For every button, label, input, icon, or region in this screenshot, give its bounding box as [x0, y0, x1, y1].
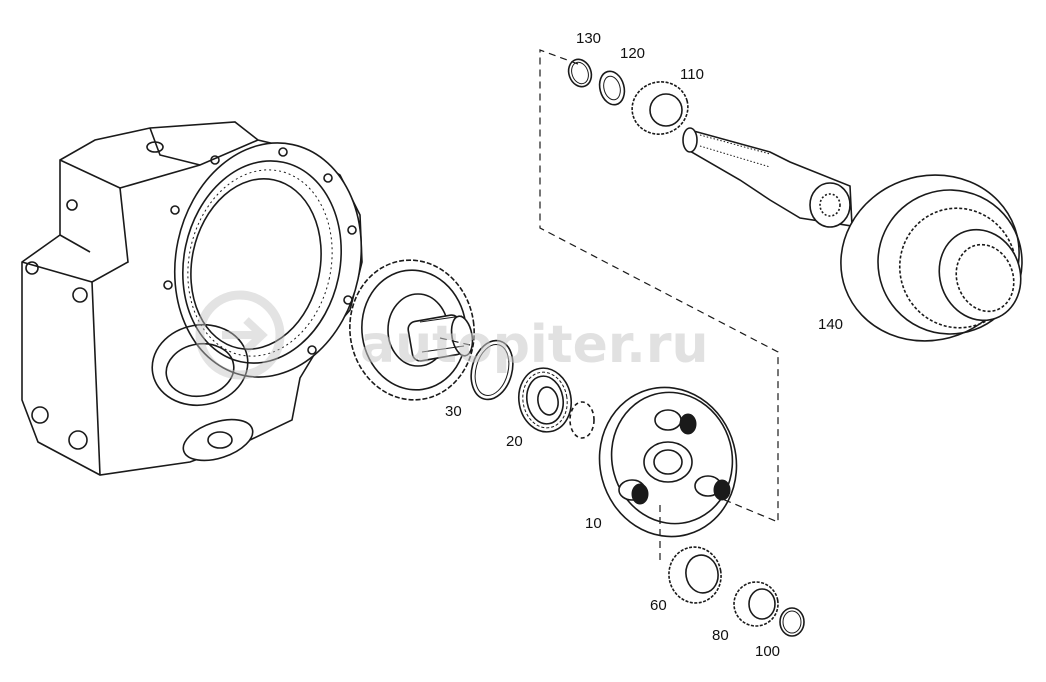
- gearbox-housing: [21, 121, 363, 476]
- ball-bearing-20: [517, 367, 573, 433]
- part-label-80: 80: [712, 627, 729, 644]
- part-label-140: 140: [818, 316, 843, 333]
- part-label-60: 60: [650, 597, 667, 614]
- thrust-washer-120: [598, 70, 626, 106]
- retaining-clip: [569, 401, 595, 439]
- spur-gear: [349, 259, 475, 401]
- part-label-130: 130: [576, 30, 601, 47]
- watermark-logo: [195, 290, 285, 380]
- part-label-120: 120: [620, 45, 645, 62]
- part-label-20: 20: [506, 433, 523, 450]
- needle-bearing-60: [668, 546, 722, 604]
- needle-bearing-80: [733, 581, 779, 627]
- part-label-110: 110: [680, 66, 704, 83]
- snap-ring-130: [567, 58, 593, 88]
- part-label-10: 10: [585, 515, 602, 532]
- part-label-100: 100: [755, 643, 780, 660]
- snap-ring-30: [470, 339, 514, 401]
- watermark-text: autopiter.ru: [360, 315, 709, 375]
- part-labels: 10 20 30 60 80 100 110 120 130 140: [445, 30, 843, 660]
- ring-gear-140: [840, 174, 1023, 342]
- part-label-30: 30: [445, 403, 462, 420]
- assembly-guide-lines: [439, 49, 779, 560]
- drive-shaft: [682, 127, 853, 228]
- watermark: autopiter.ru: [195, 290, 709, 380]
- snap-ring-100: [779, 607, 805, 637]
- sun-gear-110: [631, 81, 689, 135]
- planet-carrier-10: [598, 386, 738, 538]
